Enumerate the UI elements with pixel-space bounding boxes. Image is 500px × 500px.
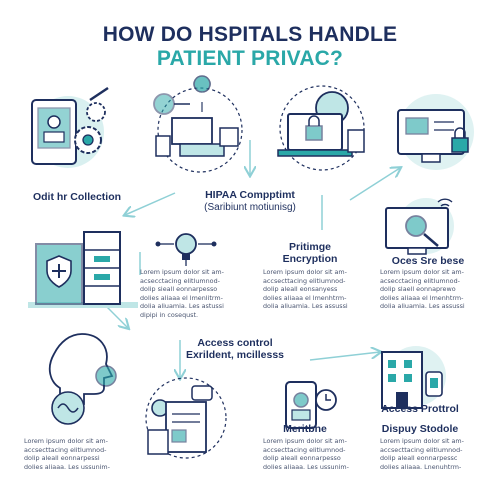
- label-encryption-line2: Encryption: [282, 253, 338, 265]
- monitor-magnifier-icon: [385, 198, 454, 255]
- tablet-gear-icon: [31, 86, 109, 168]
- label-oces: Oces Sre bese: [391, 255, 465, 267]
- text-block-oces: Lorem ipsum dolor sit am- acsecctacing e…: [380, 268, 465, 311]
- page-title-line1: HOW DO HSPITALS HANDLE: [102, 23, 398, 46]
- text-block-bottom-left: Lorem ipsum dolor sit am- accsecttacing …: [24, 437, 110, 471]
- arrow-to-collection: [125, 192, 176, 215]
- laptop-lock-icon: [277, 85, 365, 171]
- label-hipaa-line2: (Saribiunt motiunisg): [204, 202, 296, 213]
- label-access-control-line2: Exrildent, mcillesss: [185, 349, 285, 361]
- head-profile-icon: [48, 333, 117, 425]
- label-dispuy: Dispuy Stodole: [381, 423, 459, 435]
- filing-cabinet-shield-icon: [28, 231, 138, 308]
- documents-chat-icon: [145, 377, 227, 459]
- arrow-to-building: [309, 352, 380, 361]
- label-access-protocol: Access Prottrol: [381, 403, 459, 415]
- arrow-to-monitor: [349, 168, 400, 201]
- text-block-bottom-mid: Lorem ipsum dolor sit am- accsecttacing …: [263, 437, 349, 471]
- phone-clock-icon: [285, 381, 337, 429]
- text-block-bottom-right: Lorem ipsum dolor sit am- accsecttacing …: [380, 437, 464, 471]
- label-meritbne: Meritbne: [283, 423, 327, 435]
- label-access-control-line1: Access control: [197, 337, 273, 349]
- workspace-pin-icon: [153, 75, 243, 173]
- text-block-encryption: Lorem ipsum dolor sit am- accsecttacing …: [263, 268, 348, 311]
- label-encryption-line1: Pritimge: [288, 241, 331, 253]
- lightbulb-network-icon: [155, 233, 217, 266]
- text-block-hipaa: Lorem ipsum dolor sit am- acsecctacing e…: [140, 268, 224, 319]
- monitor-padlock-icon: [397, 94, 474, 170]
- hospital-building-icon: [381, 346, 446, 409]
- label-hipaa-line1: HIPAA Compptimt: [205, 189, 295, 201]
- label-data-collection: Odit hr Collection: [32, 191, 122, 203]
- page-title-line2: PATIENT PRIVAC?: [156, 47, 344, 70]
